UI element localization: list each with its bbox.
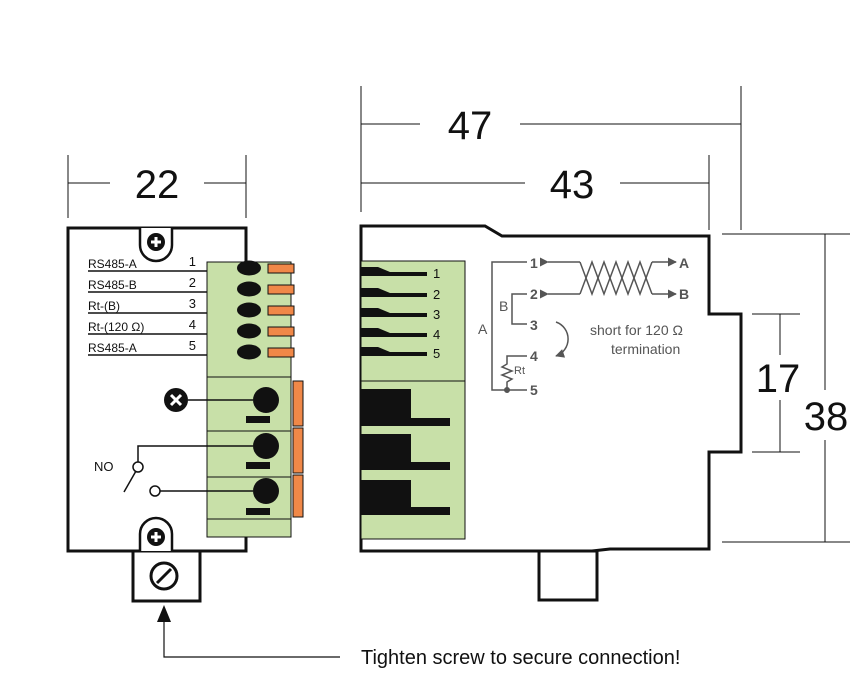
front-terminal-label: RS485-A — [88, 341, 137, 355]
din-clip — [537, 549, 599, 602]
total-depth-label: 47 — [448, 104, 493, 148]
front-terminal-row: RS485-B 2 — [88, 275, 295, 297]
junction-dot — [504, 387, 510, 393]
side-pin-label: 4 — [433, 327, 440, 342]
side-pin-label: 5 — [433, 346, 440, 361]
wiring-pin-label: 3 — [530, 317, 538, 333]
front-terminal-label: RS485-A — [88, 257, 137, 271]
tighten-note-text: Tighten screw to secure connection! — [361, 647, 680, 669]
front-terminal-pin: 1 — [189, 254, 196, 269]
resistor-label: Rt — [514, 365, 525, 377]
body-depth-dimension: 43 — [361, 155, 710, 230]
front-terminal-row: RS485-A 5 — [88, 338, 295, 360]
wiring-pin-label: 5 — [530, 382, 538, 398]
front-width-label: 22 — [135, 163, 180, 207]
side-pin-label: 3 — [433, 307, 440, 322]
top-mount-screw-icon — [138, 228, 174, 263]
wiring-schematic — [491, 257, 677, 391]
line-a-label: A — [679, 255, 689, 271]
front-terminal-pin: 5 — [189, 338, 196, 353]
front-terminal-pin: 4 — [189, 317, 196, 332]
relay-no-label: NO — [94, 459, 114, 474]
termination-note-line1: short for 120 Ω — [590, 322, 683, 338]
side-terminal-block — [360, 260, 466, 540]
front-terminal-row: RS485-A 1 — [88, 254, 295, 276]
front-width-dimension: 22 — [67, 155, 247, 218]
group-b-label: B — [499, 298, 508, 314]
rail-height-label: 17 — [756, 357, 801, 401]
rail-height-dimension: 17 — [752, 313, 801, 453]
front-terminal-pin: 3 — [189, 296, 196, 311]
front-terminal-label: Rt-(B) — [88, 299, 120, 313]
front-terminal-row: Rt-(B) 3 — [88, 296, 295, 318]
front-terminal-pin: 2 — [189, 275, 196, 290]
total-depth-dimension: 47 — [360, 86, 742, 230]
total-height-dimension: 38 — [722, 233, 850, 543]
relay-terminals — [246, 380, 304, 518]
wiring-pin-label: 1 — [530, 255, 538, 271]
no-relay-switch: NO — [94, 445, 253, 497]
group-a-label: A — [478, 321, 488, 337]
wiring-pin-label: 2 — [530, 286, 538, 302]
front-terminal-label: RS485-B — [88, 278, 137, 292]
wiring-pin-label: 4 — [530, 348, 538, 364]
termination-note-line2: termination — [611, 341, 680, 357]
common-x-icon — [164, 388, 253, 412]
side-pin-label: 2 — [433, 287, 440, 302]
front-terminal-label: Rt-(120 Ω) — [88, 320, 144, 334]
line-b-label: B — [679, 286, 689, 302]
side-pin-label: 1 — [433, 266, 440, 281]
bottom-mount-screw-icon — [131, 516, 202, 603]
body-depth-label: 43 — [550, 163, 595, 207]
front-terminal-row: Rt-(120 Ω) 4 — [88, 317, 295, 339]
tighten-note: Tighten screw to secure connection! — [157, 605, 680, 669]
total-height-label: 38 — [804, 395, 849, 439]
